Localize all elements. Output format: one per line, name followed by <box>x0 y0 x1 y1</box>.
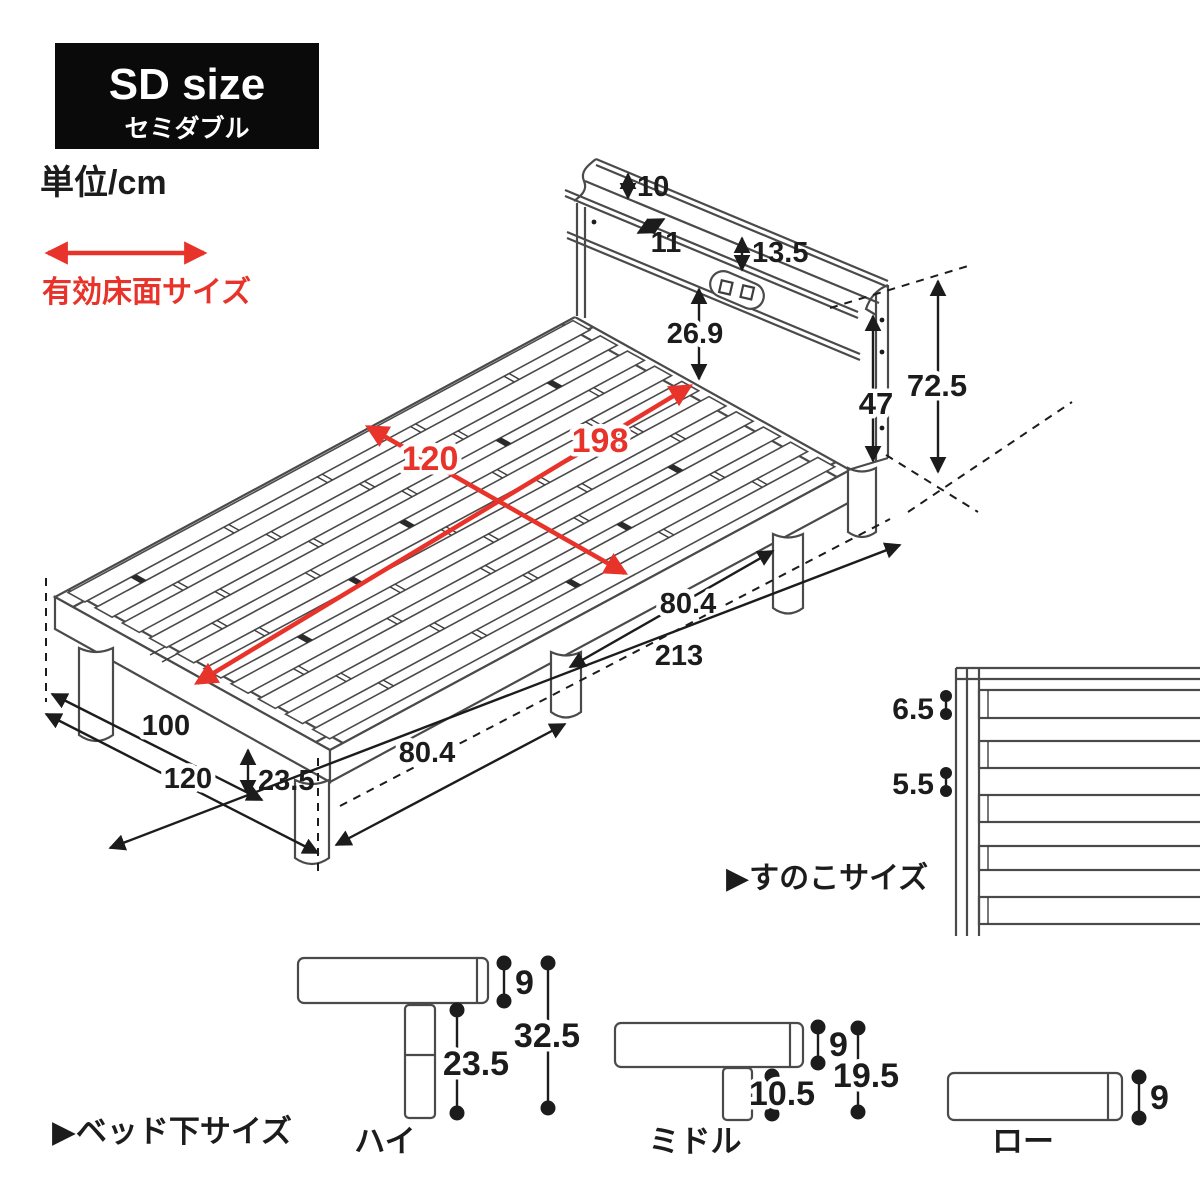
underbed-high-label: ハイ <box>354 1124 415 1159</box>
deck-joint-tick <box>503 375 515 383</box>
slat-detail: 6.5 5.5 ▶すのこサイズ <box>726 666 1200 936</box>
dim-label-middle-leg: 10.5 <box>749 1075 815 1113</box>
dim-label-middle-frame: 9 <box>829 1026 848 1064</box>
size-badge-bg <box>55 43 319 149</box>
dim-label-high-leg: 23.5 <box>443 1045 509 1083</box>
deck-joint-tick <box>751 480 763 488</box>
size-badge-title: SD size <box>109 60 266 109</box>
dim-label-slat-width: 6.5 <box>892 693 934 726</box>
underbed-middle-label: ミドル <box>649 1124 742 1159</box>
size-badge-subtitle: セミダブル <box>124 114 249 143</box>
dim-label-slat-gap: 5.5 <box>892 768 934 801</box>
unit-label: 単位/cm <box>40 164 167 202</box>
dim-total-width <box>44 712 320 855</box>
leg-head-front <box>771 532 805 615</box>
dim-label-total-length: 213 <box>655 640 703 672</box>
underbed-section: ▶ベッド下サイズ 9 23.5 32.5 ハイ 9 <box>52 955 1169 1159</box>
underbed-low: 9 ロー <box>946 1069 1169 1159</box>
dim-label-effective-width: 120 <box>402 440 459 478</box>
deck-joint-tick <box>709 473 721 481</box>
dim-shelf-depth <box>636 217 666 235</box>
effective-area-legend: 有効床面サイズ <box>42 241 251 309</box>
dim-slat-gap: 5.5 <box>892 767 952 801</box>
dim-label-panel-height: 13.5 <box>752 237 808 269</box>
dim-label-effective-length: 198 <box>572 422 629 460</box>
outlet-icon <box>709 270 765 310</box>
dim-label-inner-height: 47 <box>859 386 893 421</box>
bed-isometric: 10 11 13.5 26.9 47 72.5 80.4 213 100 120… <box>44 157 1073 872</box>
dim-label-under-clearance: 23.5 <box>258 765 314 797</box>
deck-joint-tick <box>508 372 520 380</box>
dim-label-high-total: 32.5 <box>514 1017 580 1055</box>
dim-label-inner-width: 100 <box>142 710 190 742</box>
dim-label-total-width: 120 <box>164 763 212 795</box>
deck-joint-tick <box>714 471 726 479</box>
leg-mid-front <box>549 650 583 719</box>
underbed-low-label: ロー <box>992 1124 1054 1159</box>
leg-head-right <box>846 466 878 539</box>
dim-label-low-frame: 9 <box>1150 1079 1169 1117</box>
dim-label-shelf-depth: 11 <box>651 227 682 259</box>
dim-label-leg-span-foot: 80.4 <box>399 737 455 769</box>
slat-rows <box>977 688 1200 926</box>
slat-detail-heading: ▶すのこサイズ <box>726 861 928 895</box>
underbed-middle: 9 10.5 19.5 ミドル <box>613 1019 904 1159</box>
legend-label: 有効床面サイズ <box>42 275 251 309</box>
dim-effective-width <box>364 425 629 575</box>
dim-slat-width: 6.5 <box>892 690 952 726</box>
dim-label-leg-span-head: 80.4 <box>660 588 716 620</box>
dim-label-headboard-lip: 10 <box>637 171 669 203</box>
headboard <box>564 157 890 472</box>
leg-foot-left <box>77 646 115 743</box>
dim-leg-span-foot <box>334 722 567 847</box>
dim-label-middle-total: 19.5 <box>833 1057 899 1095</box>
dimensions-red: 198 120 <box>193 384 694 685</box>
underbed-high: 9 23.5 32.5 ハイ <box>296 955 585 1159</box>
deck-joint-tick <box>756 478 768 486</box>
underbed-heading: ▶ベッド下サイズ <box>52 1114 292 1149</box>
dim-label-high-frame: 9 <box>515 964 534 1002</box>
size-badge: SD size セミダブル <box>55 43 319 149</box>
dim-label-headboard-clearance: 26.9 <box>667 318 723 350</box>
dim-label-total-height: 72.5 <box>907 368 967 403</box>
